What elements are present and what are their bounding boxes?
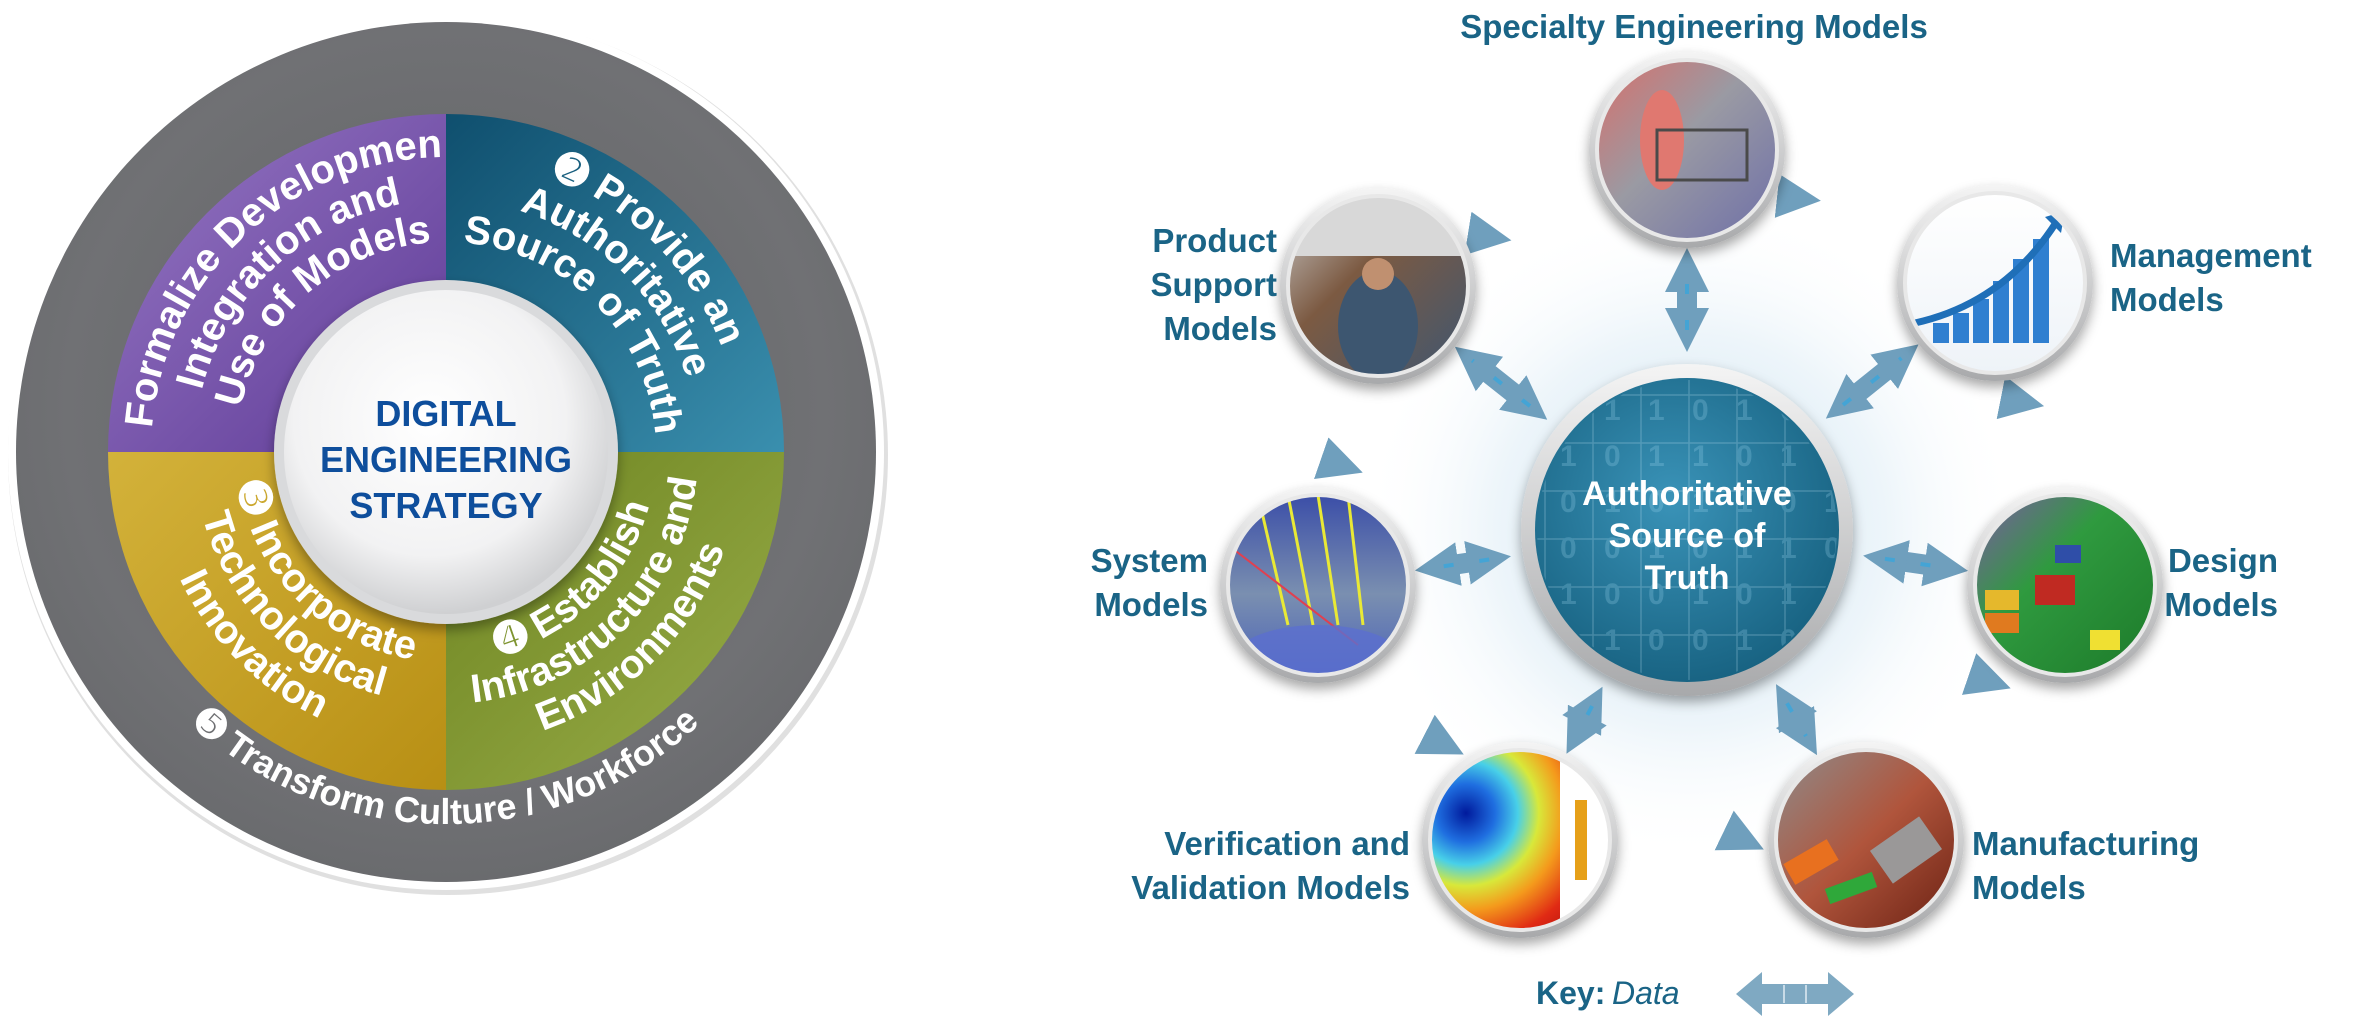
label-verification-line-2: Validation Models — [1131, 869, 1410, 906]
label-product-support-line-3: Models — [1163, 310, 1277, 347]
legend-key: Key: Data — [1536, 972, 1854, 1016]
label-design-line-1: Design — [2168, 542, 2278, 579]
svg-text:0: 0 — [1604, 578, 1621, 611]
svg-text:1: 1 — [1560, 440, 1577, 473]
svg-text:0: 0 — [1560, 486, 1577, 519]
svg-text:1: 1 — [1736, 624, 1753, 657]
label-verification-line-1: Verification and — [1164, 825, 1410, 862]
svg-text:1: 1 — [1648, 440, 1665, 473]
svg-text:0: 0 — [1780, 486, 1797, 519]
node-verification — [1422, 742, 1618, 938]
model-nodes — [1220, 52, 2163, 938]
arrow-hub-product-support — [1454, 346, 1548, 420]
node-manufacturing — [1768, 742, 1964, 938]
svg-text:1: 1 — [1692, 440, 1709, 473]
arrow-hub-verification — [1562, 686, 1607, 754]
data-arrow-icon — [1736, 972, 1854, 1016]
hub-label-line-3: Truth — [1645, 559, 1730, 597]
arrow-hub-manufacturing — [1775, 684, 1818, 756]
node-image-specialty — [1597, 60, 1777, 240]
core-circle — [284, 290, 608, 614]
arrow-hub-design — [1863, 540, 1969, 587]
svg-text:0: 0 — [1604, 440, 1621, 473]
svg-text:1: 1 — [1648, 532, 1665, 565]
svg-text:0: 0 — [1648, 486, 1665, 519]
svg-text:0: 0 — [1692, 394, 1709, 427]
strategy-disc: DIGITAL ENGINEERING STRATEGY ➊ Formalize… — [0, 0, 888, 895]
chart-bar-icon — [1993, 281, 2009, 343]
svg-text:1: 1 — [1780, 532, 1797, 565]
svg-text:1: 1 — [1648, 394, 1665, 427]
svg-text:1: 1 — [1692, 486, 1709, 519]
svg-text:1: 1 — [1780, 578, 1797, 611]
svg-text:0: 0 — [1560, 532, 1577, 565]
svg-text:1: 1 — [1604, 624, 1621, 657]
svg-text:0: 0 — [1604, 532, 1621, 565]
label-manufacturing-line-2: Models — [1972, 869, 2086, 906]
node-image-manufacturing — [1776, 750, 1956, 930]
label-system-line-2: Models — [1094, 586, 1208, 623]
node-specialty — [1589, 52, 1785, 248]
chart-bar-icon — [1953, 313, 1969, 343]
asot-diagram: 0110100101101001011010010110100101101001… — [1091, 8, 2312, 1016]
label-product-support-line-2: Support — [1151, 266, 1277, 303]
hub-label-line-2: Source of — [1609, 517, 1766, 555]
label-system-line-1: System — [1091, 542, 1208, 579]
chart-bar-icon — [1973, 299, 1989, 343]
svg-text:1: 1 — [1560, 578, 1577, 611]
label-product-support-line-1: Product — [1152, 222, 1277, 259]
hub-label-line-1: Authoritative — [1582, 475, 1792, 513]
svg-text:1: 1 — [1736, 486, 1753, 519]
node-image-system — [1228, 495, 1408, 675]
svg-text:1: 1 — [1736, 394, 1753, 427]
svg-text:0: 0 — [1692, 624, 1709, 657]
svg-text:1: 1 — [1736, 532, 1753, 565]
svg-text:0: 0 — [1736, 440, 1753, 473]
chart-bar-icon — [2033, 239, 2049, 343]
label-specialty-line-1: Specialty Engineering Models — [1460, 8, 1928, 45]
svg-text:1: 1 — [1780, 440, 1797, 473]
svg-text:0: 0 — [1648, 578, 1665, 611]
node-system — [1220, 487, 1416, 683]
chart-bar-icon — [1933, 323, 1949, 343]
arrow-hub-management — [1825, 344, 1919, 419]
svg-text:0: 0 — [1692, 532, 1709, 565]
label-management-line-2: Models — [2110, 281, 2224, 318]
svg-text:1: 1 — [1692, 578, 1709, 611]
node-design — [1967, 487, 2163, 683]
node-product-support — [1280, 188, 1476, 384]
hub-circle — [1535, 378, 1839, 682]
data-arrows — [1414, 247, 1969, 756]
core-title-line-2: ENGINEERING — [320, 439, 572, 480]
core-title-line-1: DIGITAL — [375, 393, 516, 434]
label-design-line-2: Models — [2164, 586, 2278, 623]
svg-text:0: 0 — [1736, 578, 1753, 611]
svg-text:1: 1 — [1604, 486, 1621, 519]
label-management-line-1: Management — [2110, 237, 2312, 274]
key-label: Key: — [1536, 975, 1605, 1011]
svg-text:0: 0 — [1648, 624, 1665, 657]
chart-bar-icon — [2013, 259, 2029, 343]
core-title-line-3: STRATEGY — [349, 485, 542, 526]
label-manufacturing-line-1: Manufacturing — [1972, 825, 2199, 862]
svg-text:0: 0 — [1824, 532, 1841, 565]
node-management — [1897, 185, 2093, 381]
arrow-hub-system — [1414, 540, 1511, 586]
key-value: Data — [1612, 975, 1680, 1011]
